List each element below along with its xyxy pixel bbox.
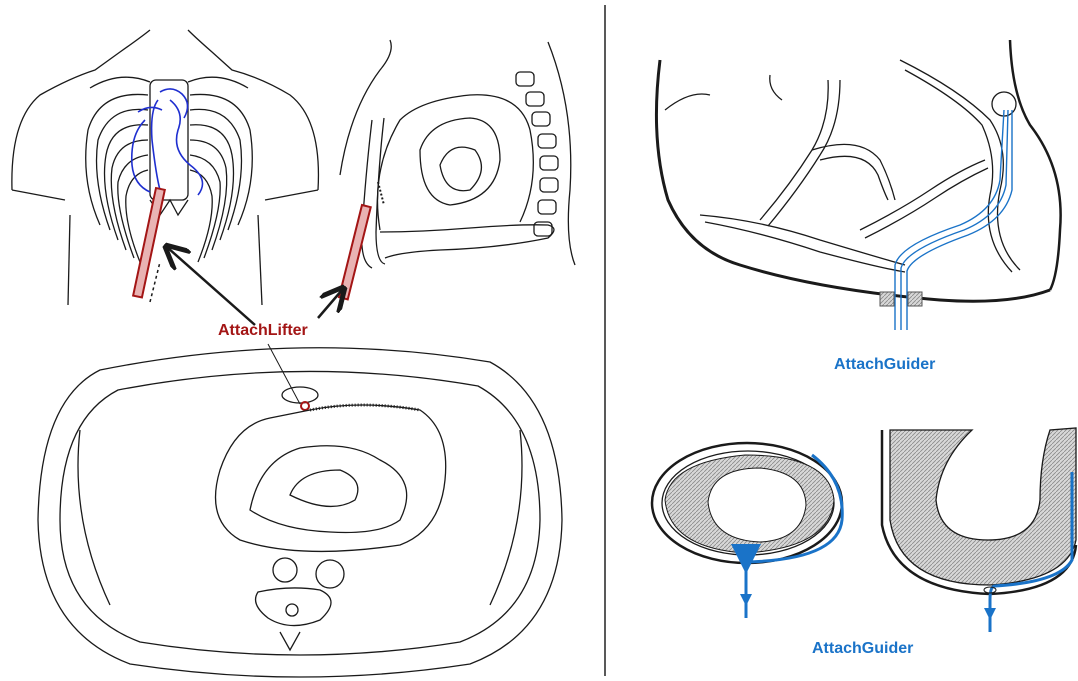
thorax-axial-section <box>38 348 562 677</box>
line-to-axial-lifter <box>268 344 300 404</box>
arrow-to-sagittal-lifter <box>318 290 342 318</box>
heart-vessels <box>132 89 203 195</box>
lifter-device-front <box>133 188 165 302</box>
heart-long-axis-section <box>882 428 1076 632</box>
thorax-sagittal-view <box>340 40 575 268</box>
thorax-front-view <box>12 30 319 305</box>
heart-short-axis-section <box>652 443 842 618</box>
attach-guider-label-top: AttachGuider <box>834 356 935 374</box>
guider-entry-arrows <box>740 594 996 620</box>
arrow-to-front-lifter <box>168 248 255 325</box>
attach-guider-label-bottom: AttachGuider <box>812 640 913 658</box>
attach-lifter-label: AttachLifter <box>218 322 308 340</box>
